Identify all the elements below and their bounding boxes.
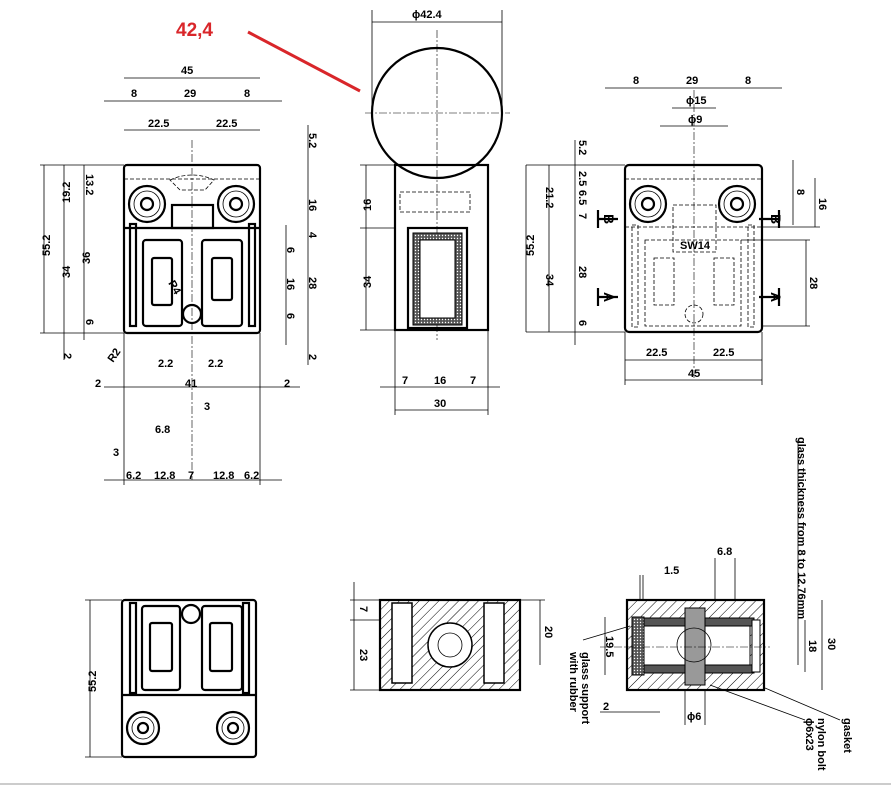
section-b-marker: B <box>601 214 617 224</box>
dim-label: 28 <box>306 277 318 289</box>
dim-label: 6.5 <box>576 190 588 205</box>
dim-label: 7 <box>357 606 369 612</box>
nylon-bolt-note: nylon bolt <box>815 718 827 771</box>
dim-label: 20 <box>542 626 554 638</box>
dim-label: 16 <box>816 198 828 210</box>
dim-label: 8 <box>745 75 751 87</box>
section-b-marker: B <box>768 214 784 224</box>
dim-label: 16 <box>434 375 446 387</box>
glass-support-note: glass support <box>579 652 591 724</box>
callout: 42,4 <box>176 20 361 93</box>
dim-label: 12.8 <box>154 470 175 482</box>
dim-label: 55.2 <box>525 235 537 256</box>
dim-label: 29 <box>686 75 698 87</box>
dim-label: 22.5 <box>713 347 734 359</box>
dim-label: 16 <box>306 199 318 211</box>
dim-label: 19.2 <box>61 182 73 203</box>
rear-view: 8 29 8 ϕ15 ϕ9 5.2 2.5 6.5 7 28 6 21.2 55… <box>525 75 828 385</box>
dim-label: 16 <box>362 199 374 211</box>
dim-label: 19.5 <box>603 636 615 657</box>
dim-label: 55.2 <box>41 235 53 256</box>
dim-label: 22.5 <box>148 118 169 130</box>
section-a-view: 1.5 6.8 19.5 18 30 2 ϕ6 glass thickness … <box>567 437 853 771</box>
dim-label: 2 <box>284 378 290 390</box>
dim-label: 6 <box>83 319 95 325</box>
dim-label: 4 <box>306 232 318 239</box>
dim-label: 34 <box>543 274 555 287</box>
dim-label: 5.2 <box>576 140 588 155</box>
bottom-view: 55.2 <box>85 598 258 759</box>
dim-label: 6.8 <box>155 424 170 436</box>
dim-label: 2.2 <box>208 358 223 370</box>
diameter-label: ϕ42.4 <box>412 9 443 21</box>
dim-label: 2 <box>603 701 609 713</box>
glass-thickness-note: glass thickness from 8 to 12.76mm <box>795 437 807 619</box>
dim-label: 7 <box>470 375 476 387</box>
dim-label: 45 <box>688 368 700 380</box>
dim-label: 28 <box>576 266 588 278</box>
dim-width: 45 <box>181 65 193 77</box>
dim-label: 34 <box>362 275 374 288</box>
dim-label: 7 <box>576 213 588 219</box>
dim-label: 23 <box>357 649 369 661</box>
dim-label: 2 <box>306 354 318 360</box>
dim-label: 3 <box>113 447 119 459</box>
wrench-size: SW14 <box>680 240 711 252</box>
dim-label: 12.8 <box>213 470 234 482</box>
section-b-view: 7 23 20 <box>350 582 554 692</box>
dim-label: 5.2 <box>306 133 318 148</box>
dim-label: 2 <box>95 378 101 390</box>
dim-label: 6.2 <box>126 470 141 482</box>
dim-label: 34 <box>61 265 73 278</box>
callout-value: 42,4 <box>176 20 213 41</box>
section-a-marker: A <box>768 292 784 302</box>
dim-label: 6 <box>576 320 588 326</box>
dim-label: R2 <box>106 346 124 364</box>
dim-label: 55.2 <box>87 671 99 692</box>
front-view: 45 8 29 8 22.5 22.5 5.2 16 4 28 2 6 16 6… <box>40 65 318 485</box>
dim-label: 13.2 <box>83 174 95 195</box>
nylon-bolt-note: ϕ6x23 <box>803 718 815 751</box>
dim-label: 7 <box>402 375 408 387</box>
side-view: ϕ42.4 16 34 7 16 7 30 <box>360 9 510 415</box>
callout-leader <box>247 30 361 93</box>
dim-label: ϕ6 <box>687 711 701 723</box>
dim-label: 1.5 <box>664 565 679 577</box>
dim-label: 7 <box>188 470 194 482</box>
dim-label: 30 <box>434 398 446 410</box>
dim-label: 18 <box>806 640 818 652</box>
dim-label: 8 <box>131 88 137 100</box>
dim-label: 2.5 <box>576 171 588 186</box>
dim-label: 41 <box>185 378 197 390</box>
dim-label: 22.5 <box>646 347 667 359</box>
dim-label: 21.2 <box>543 187 555 208</box>
dim-label: ϕ15 <box>686 95 706 107</box>
dim-label: 36 <box>81 252 93 264</box>
glass-support-note: with rubber <box>567 651 579 713</box>
dim-label: 8 <box>633 75 639 87</box>
dim-label: 2 <box>61 353 73 359</box>
dim-label: 6.2 <box>244 470 259 482</box>
dim-label: 2.2 <box>158 358 173 370</box>
section-a-marker: A <box>601 292 617 302</box>
dim-label: 8 <box>244 88 250 100</box>
dim-label: 30 <box>825 638 837 650</box>
dim-label: R4 <box>165 279 183 298</box>
dim-label: 8 <box>794 189 806 195</box>
dim-label: 3 <box>204 401 210 413</box>
gasket-note: gasket <box>841 718 853 753</box>
dim-label: 6.8 <box>717 546 732 558</box>
dim-label: 22.5 <box>216 118 237 130</box>
dim-label: 29 <box>184 88 196 100</box>
dim-label: 6 <box>284 313 296 319</box>
dim-label: 28 <box>807 277 819 289</box>
dim-label: 16 <box>284 278 296 290</box>
dim-label: ϕ9 <box>688 114 702 126</box>
dim-label: 6 <box>284 247 296 253</box>
